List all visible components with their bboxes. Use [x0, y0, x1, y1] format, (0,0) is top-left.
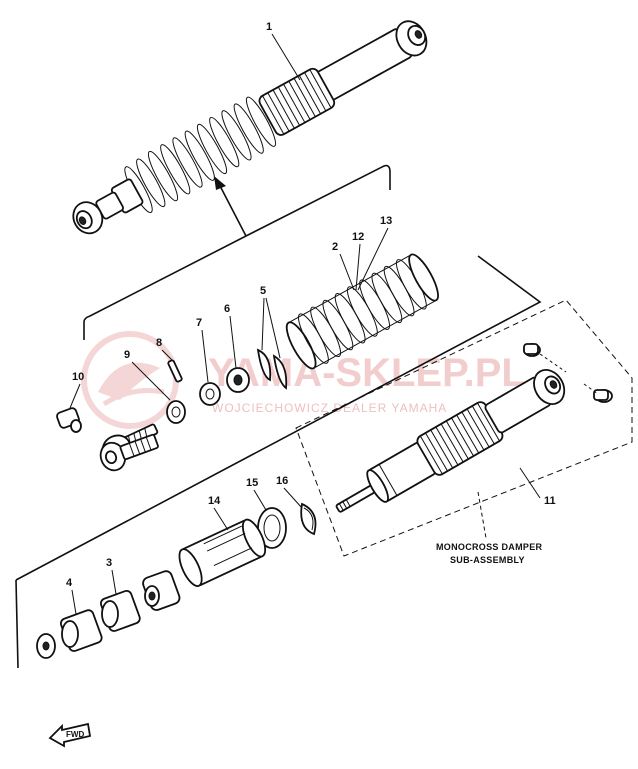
- leader-caption: [477, 491, 487, 539]
- leader-9: [131, 361, 171, 401]
- damper-subassembly-box: [295, 299, 633, 557]
- leader-4: [71, 589, 77, 615]
- leader-5a: [261, 297, 265, 351]
- caption-line-1: MONOCROSS DAMPER: [436, 542, 543, 552]
- callout-2: 2: [332, 241, 338, 253]
- assembled-shock-absorber: [72, 20, 428, 235]
- assembly-bracket: [83, 164, 391, 340]
- callout-14: 14: [208, 495, 221, 507]
- part-16-circlip: [300, 502, 317, 536]
- callout-11: 11: [544, 495, 556, 507]
- leader-1: [271, 33, 301, 81]
- callout-3: 3: [106, 557, 112, 569]
- part-4-bushing: [60, 609, 103, 652]
- fwd-arrow-label: FWD: [66, 730, 84, 739]
- callout-16: 16: [276, 475, 288, 487]
- assembly-arrow: [214, 176, 247, 237]
- sub-bracket-left: [15, 579, 19, 669]
- callout-12: 12: [352, 231, 364, 243]
- leader-11: [519, 467, 541, 499]
- leader-2: [339, 253, 355, 291]
- callout-10: 10: [72, 371, 84, 383]
- part-10-bushing: [56, 407, 82, 433]
- watermark-main-text: YAMA-SKLEP.PL: [208, 351, 526, 395]
- callout-9: 9: [124, 349, 130, 361]
- callout-4: 4: [66, 577, 73, 589]
- fwd-arrow: FWD: [48, 722, 92, 748]
- part-7-nut: [199, 382, 221, 406]
- leader-6: [229, 315, 237, 369]
- callout-6: 6: [224, 303, 230, 315]
- callout-13: 13: [380, 215, 392, 227]
- assembled-spring: [124, 96, 277, 214]
- washer: [36, 633, 56, 659]
- leader-14: [213, 507, 229, 531]
- leader-7: [201, 329, 209, 383]
- watermark-sub-text: WOJCIECHOWICZ DEALER YAMAHA: [212, 401, 447, 415]
- callout-7: 7: [196, 317, 202, 329]
- leader-3: [111, 569, 117, 595]
- leader-12: [355, 243, 361, 291]
- leader-5b: [265, 297, 281, 359]
- leader-8: [161, 349, 175, 363]
- callout-5: 5: [260, 285, 266, 297]
- watermark-logo: [81, 331, 179, 429]
- callout-15: 15: [246, 477, 258, 489]
- leader-13: [357, 227, 389, 291]
- callout-1: 1: [266, 21, 272, 33]
- lower-eye-rod: [99, 433, 159, 472]
- part-5-collars: [256, 348, 288, 390]
- assembled-bellows: [258, 67, 336, 136]
- leader-16: [283, 487, 303, 509]
- part-6-seat: [226, 367, 250, 393]
- leader-10: [69, 383, 81, 409]
- sub-bracket: [15, 255, 542, 581]
- caption-line-2: SUB-ASSEMBLY: [450, 555, 525, 565]
- bump-stop: [142, 570, 181, 611]
- part-3-collar: [100, 590, 141, 632]
- part-11-damper: [335, 343, 613, 513]
- leader-15: [253, 489, 267, 511]
- part-14-sleeve: [178, 518, 267, 587]
- loose-spring: [285, 253, 439, 370]
- part-8-pin: [167, 359, 183, 383]
- callout-8: 8: [156, 337, 162, 349]
